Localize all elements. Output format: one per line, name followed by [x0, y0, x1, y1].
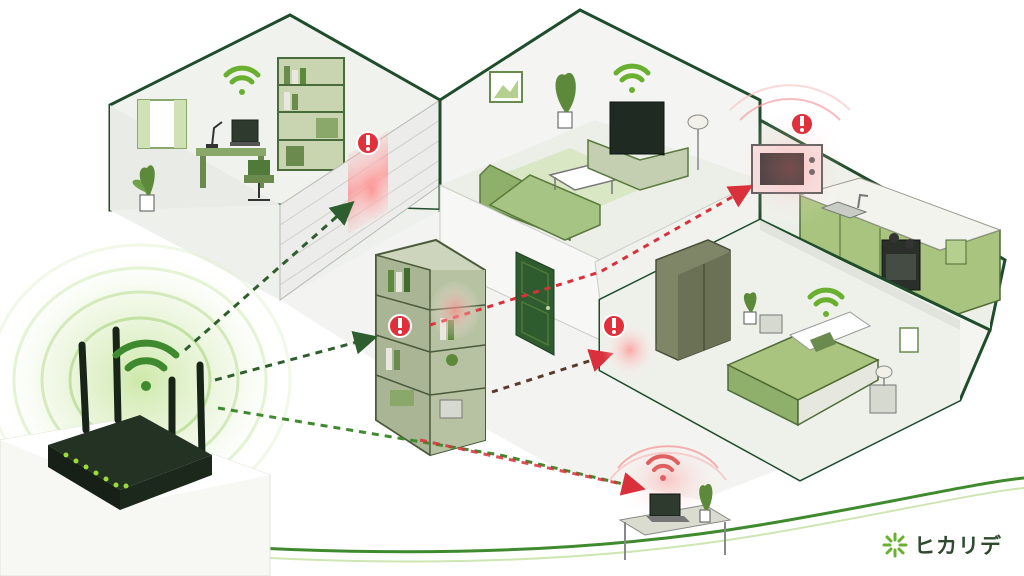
signal-path-office — [184, 201, 355, 352]
warning-icon — [790, 112, 814, 136]
signal-path-bedroom — [491, 349, 614, 394]
warning-icon — [388, 314, 412, 338]
wifi-icon — [223, 65, 261, 95]
brand-logo: ヒカリデ — [882, 530, 1002, 560]
bookshelf-interference — [429, 280, 481, 340]
remote-desk — [609, 436, 732, 560]
brand-name: ヒカリデ — [914, 534, 1002, 558]
brick-wall-obstacle — [279, 99, 441, 301]
bookshelf-obstacle — [375, 238, 486, 457]
wifi-icon — [807, 287, 845, 317]
interior-door — [515, 251, 555, 356]
signal-path-kitchen — [429, 185, 754, 327]
sparkle-logo-icon — [882, 532, 908, 558]
signal-path-bookshelf — [214, 331, 378, 382]
signal-path-remote-desk — [217, 406, 646, 496]
warning-icon — [356, 131, 380, 155]
warning-icon — [602, 314, 626, 338]
weak-wifi-icon — [646, 454, 680, 481]
wifi-icon — [613, 63, 651, 93]
router-wifi-icon — [112, 339, 180, 391]
wifi-router-icon — [48, 326, 212, 510]
living-room — [438, 8, 762, 262]
